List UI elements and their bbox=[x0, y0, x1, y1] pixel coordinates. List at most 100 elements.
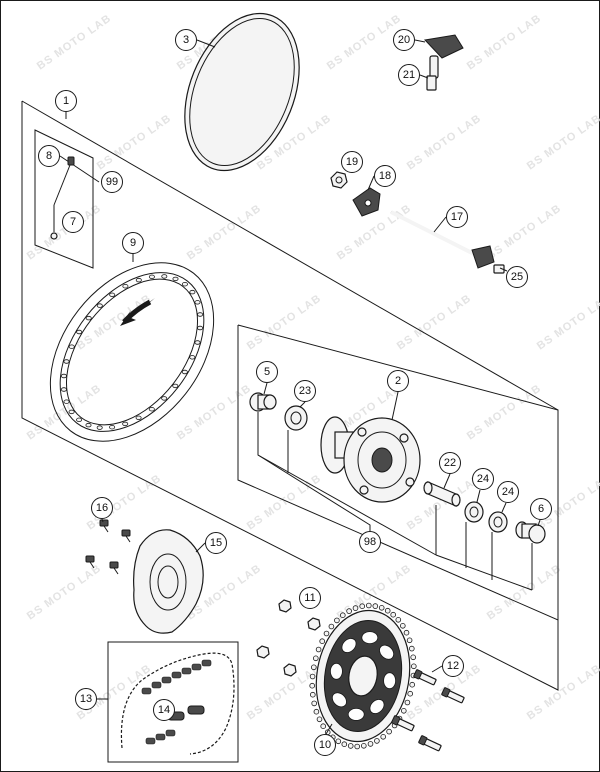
callout-16: 16 bbox=[91, 497, 113, 519]
callout-number: 99 bbox=[106, 176, 118, 188]
callout-circle bbox=[398, 64, 420, 86]
chain-box bbox=[107, 641, 239, 763]
rear-axle bbox=[390, 210, 495, 269]
leader-line bbox=[414, 39, 426, 43]
sprocket-tooth bbox=[339, 612, 346, 618]
leader-line bbox=[391, 391, 399, 421]
callout-circle bbox=[446, 206, 468, 228]
callout-circle bbox=[175, 29, 197, 51]
callout-number: 23 bbox=[299, 385, 311, 397]
callout-number: 16 bbox=[96, 502, 108, 514]
sprocket-tooth bbox=[409, 681, 416, 688]
leader-line bbox=[325, 723, 333, 735]
sprocket-tooth bbox=[334, 617, 340, 624]
rim-hole bbox=[122, 284, 129, 289]
sprocket-tooth bbox=[374, 738, 380, 744]
axle-screw bbox=[493, 264, 508, 274]
callout-6: 6 bbox=[530, 498, 552, 520]
callout-number: 8 bbox=[46, 150, 52, 162]
sprocket-tooth bbox=[384, 607, 391, 614]
sprocket-tooth bbox=[365, 602, 372, 609]
callout-number: 98 bbox=[364, 536, 376, 548]
bearing-right-1 bbox=[464, 501, 484, 523]
callout-5: 5 bbox=[256, 361, 278, 383]
callout-number: 12 bbox=[447, 660, 459, 672]
leader-line bbox=[299, 401, 306, 408]
valve-parts-box bbox=[34, 129, 94, 269]
callout-19: 19 bbox=[341, 151, 363, 173]
leader-line bbox=[263, 382, 268, 395]
sprocket-tooth bbox=[354, 743, 361, 750]
sprocket-tooth bbox=[346, 608, 352, 614]
leader-line bbox=[501, 502, 507, 513]
callout-labels: 1235678910111213141516171819202122232424… bbox=[38, 29, 552, 756]
callout-circle bbox=[314, 734, 336, 756]
chain-link bbox=[201, 659, 212, 667]
rim-hole bbox=[189, 355, 196, 360]
chain-link bbox=[155, 733, 166, 741]
chain-link bbox=[145, 737, 156, 745]
rim-hole bbox=[194, 300, 201, 305]
callout-number: 14 bbox=[158, 704, 170, 716]
callout-number: 25 bbox=[511, 271, 523, 283]
callout-number: 21 bbox=[403, 69, 415, 81]
distance-sleeve bbox=[423, 481, 461, 507]
callout-number: 15 bbox=[210, 537, 222, 549]
sprocket-window bbox=[341, 638, 357, 653]
callout-24: 24 bbox=[497, 481, 519, 503]
callout-number: 20 bbox=[398, 34, 410, 46]
rim-hole bbox=[148, 274, 155, 279]
sprocket-tooth bbox=[315, 646, 322, 653]
sprocket-tooth bbox=[312, 655, 319, 662]
sprocket-tooth bbox=[406, 637, 413, 644]
rim-hole bbox=[172, 383, 179, 389]
callout-3: 3 bbox=[175, 29, 197, 51]
callout-circle bbox=[439, 452, 461, 474]
callout-number: 24 bbox=[477, 473, 489, 485]
callout-circle bbox=[374, 165, 396, 187]
callout-7: 7 bbox=[62, 211, 84, 233]
leader-line bbox=[195, 542, 206, 553]
rim-hole bbox=[122, 421, 129, 427]
sprocket-tooth bbox=[309, 691, 316, 698]
axle-nut bbox=[330, 171, 348, 189]
callout-number: 22 bbox=[444, 457, 456, 469]
rim-hole bbox=[181, 369, 188, 375]
rim-hole bbox=[60, 373, 67, 379]
leader-line bbox=[367, 175, 375, 191]
bearing-left bbox=[284, 405, 308, 431]
rim-hole bbox=[85, 315, 92, 321]
sprocket-tooth bbox=[335, 738, 342, 745]
callout-15: 15 bbox=[205, 532, 227, 554]
callout-number: 17 bbox=[451, 211, 463, 223]
drive-chain bbox=[120, 652, 235, 755]
callout-1: 1 bbox=[55, 90, 77, 112]
sprocket-tooth bbox=[341, 741, 348, 747]
rim-hole bbox=[197, 325, 204, 331]
leader-line bbox=[431, 665, 443, 673]
rim-hole bbox=[189, 289, 196, 295]
sprocket-window bbox=[369, 699, 385, 714]
rim-hole bbox=[96, 425, 103, 430]
wheel-assembly-outline bbox=[21, 100, 559, 691]
rim-hole bbox=[63, 399, 70, 404]
callout-9: 9 bbox=[122, 232, 144, 254]
chain-link bbox=[191, 663, 202, 671]
sprocket-tooth bbox=[313, 708, 320, 715]
leader-line bbox=[419, 74, 429, 79]
chain-link bbox=[171, 671, 182, 679]
callout-circle bbox=[530, 498, 552, 520]
sprocket-window bbox=[331, 692, 347, 708]
sprocket-tooth bbox=[359, 603, 366, 609]
bearing-right-2 bbox=[488, 511, 508, 533]
sprocket-tooth bbox=[408, 645, 415, 652]
callout-circle bbox=[393, 29, 415, 51]
chain-link bbox=[165, 729, 176, 737]
rim-hole bbox=[76, 329, 83, 335]
sprocket-tooth bbox=[319, 638, 326, 644]
leader-line bbox=[433, 216, 447, 233]
chain-adjuster bbox=[352, 187, 381, 217]
callout-circle bbox=[497, 481, 519, 503]
callout-circle bbox=[341, 151, 363, 173]
sprocket-window bbox=[347, 708, 365, 721]
